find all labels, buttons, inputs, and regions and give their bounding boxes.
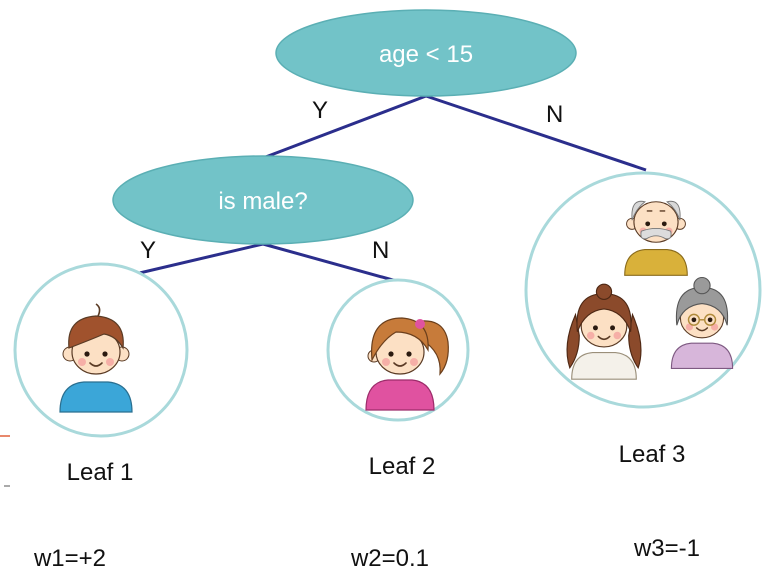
edge-label-child-yes: Y [140, 237, 156, 264]
leaf-1-weight: w1=+2 [33, 545, 106, 572]
leaf-3-label: Leaf 3 [619, 441, 686, 468]
child-node-label: is male? [218, 188, 307, 215]
leaf-3-circle [524, 171, 762, 409]
girl-icon [365, 317, 449, 411]
edge-child-no [262, 242, 401, 284]
woman-icon [566, 283, 642, 380]
tree-edges [100, 94, 647, 284]
edge-root-no [425, 94, 647, 172]
grandmother-icon [670, 276, 734, 369]
edge-root-yes [262, 94, 427, 160]
child-node: is male? [112, 155, 414, 245]
edge-label-child-no: N [372, 237, 389, 264]
leaf-2-circle [326, 278, 470, 422]
leaf-3-weight: w3=-1 [633, 535, 700, 562]
boy-icon [59, 303, 133, 413]
leaf-1-circle [13, 262, 189, 438]
edge-label-root-no: N [546, 101, 563, 128]
grandfather-icon [624, 200, 688, 276]
root-node: age < 15 [275, 9, 577, 97]
leaf-2-label: Leaf 2 [369, 453, 436, 480]
leaf-2-weight: w2=0.1 [350, 545, 429, 572]
root-node-label: age < 15 [379, 41, 473, 68]
leaf-1-label: Leaf 1 [67, 459, 134, 486]
edge-label-root-yes: Y [312, 97, 328, 124]
